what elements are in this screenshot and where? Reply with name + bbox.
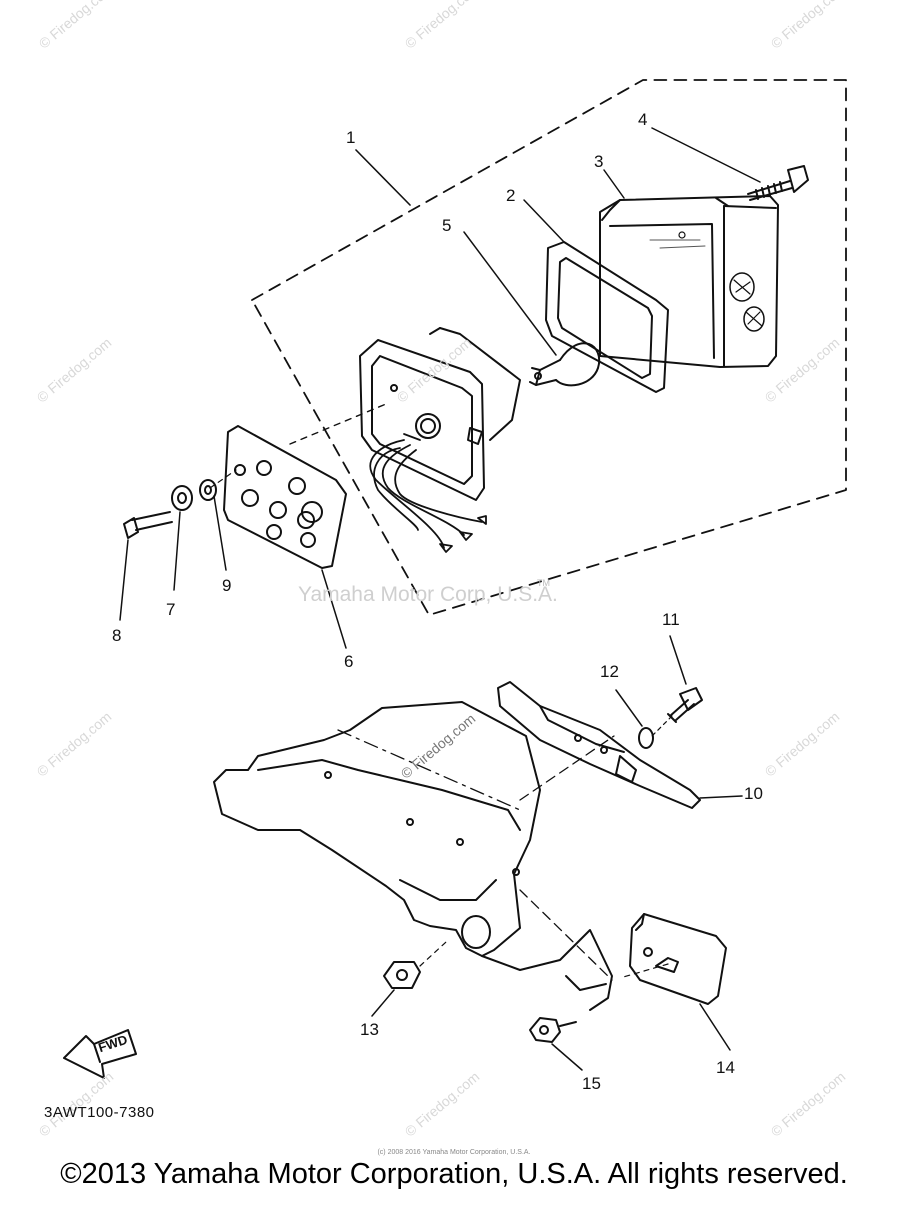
nut-15 xyxy=(529,1017,577,1043)
washer-9 xyxy=(199,479,217,501)
callout-2: 2 xyxy=(506,186,516,205)
screw-4 xyxy=(747,165,809,201)
watermark-maker: Yamaha Motor Corp, U.S.A. xyxy=(298,583,558,606)
leader-1 xyxy=(355,149,411,206)
callout-11: 11 xyxy=(662,610,680,629)
license-bracket xyxy=(497,681,701,809)
bolt-8 xyxy=(123,511,173,539)
bulb xyxy=(529,342,601,387)
nut-13 xyxy=(383,961,421,989)
callout-14: 14 xyxy=(716,1058,735,1077)
leader-plate xyxy=(289,403,387,445)
copyright-footer: ©2013 Yamaha Motor Corporation, U.S.A. A… xyxy=(60,1158,848,1190)
tiny-note: (c) 2008 2016 Yamaha Motor Corporation, … xyxy=(377,1149,531,1156)
callout-13: 13 xyxy=(360,1020,379,1039)
callout-6: 6 xyxy=(344,652,354,671)
callout-7: 7 xyxy=(166,600,176,619)
diagram-code: 3AWT100-7380 xyxy=(44,1104,155,1121)
callout-10: 10 xyxy=(744,784,763,803)
fender-bracket xyxy=(213,701,613,1011)
gasket xyxy=(545,241,669,393)
mounting-plate xyxy=(223,425,347,569)
washer-7 xyxy=(171,485,193,511)
callout-9: 9 xyxy=(222,576,232,595)
callout-12: 12 xyxy=(600,662,619,681)
watermark-tm: TM xyxy=(537,578,550,588)
assembly-boundary xyxy=(251,79,847,616)
fwd-arrow-icon xyxy=(63,1029,137,1079)
wiring xyxy=(369,433,487,553)
callout-4: 4 xyxy=(638,110,648,129)
callout-15: 15 xyxy=(582,1074,601,1093)
taillight-lens xyxy=(599,195,779,368)
callout-8: 8 xyxy=(112,626,122,645)
bolt-11 xyxy=(667,687,703,723)
callout-1: 1 xyxy=(346,128,356,147)
reflector xyxy=(619,913,727,1005)
callout-3: 3 xyxy=(594,152,604,171)
taillight-base xyxy=(359,327,521,501)
callout-5: 5 xyxy=(442,216,452,235)
washer-12 xyxy=(638,727,654,749)
